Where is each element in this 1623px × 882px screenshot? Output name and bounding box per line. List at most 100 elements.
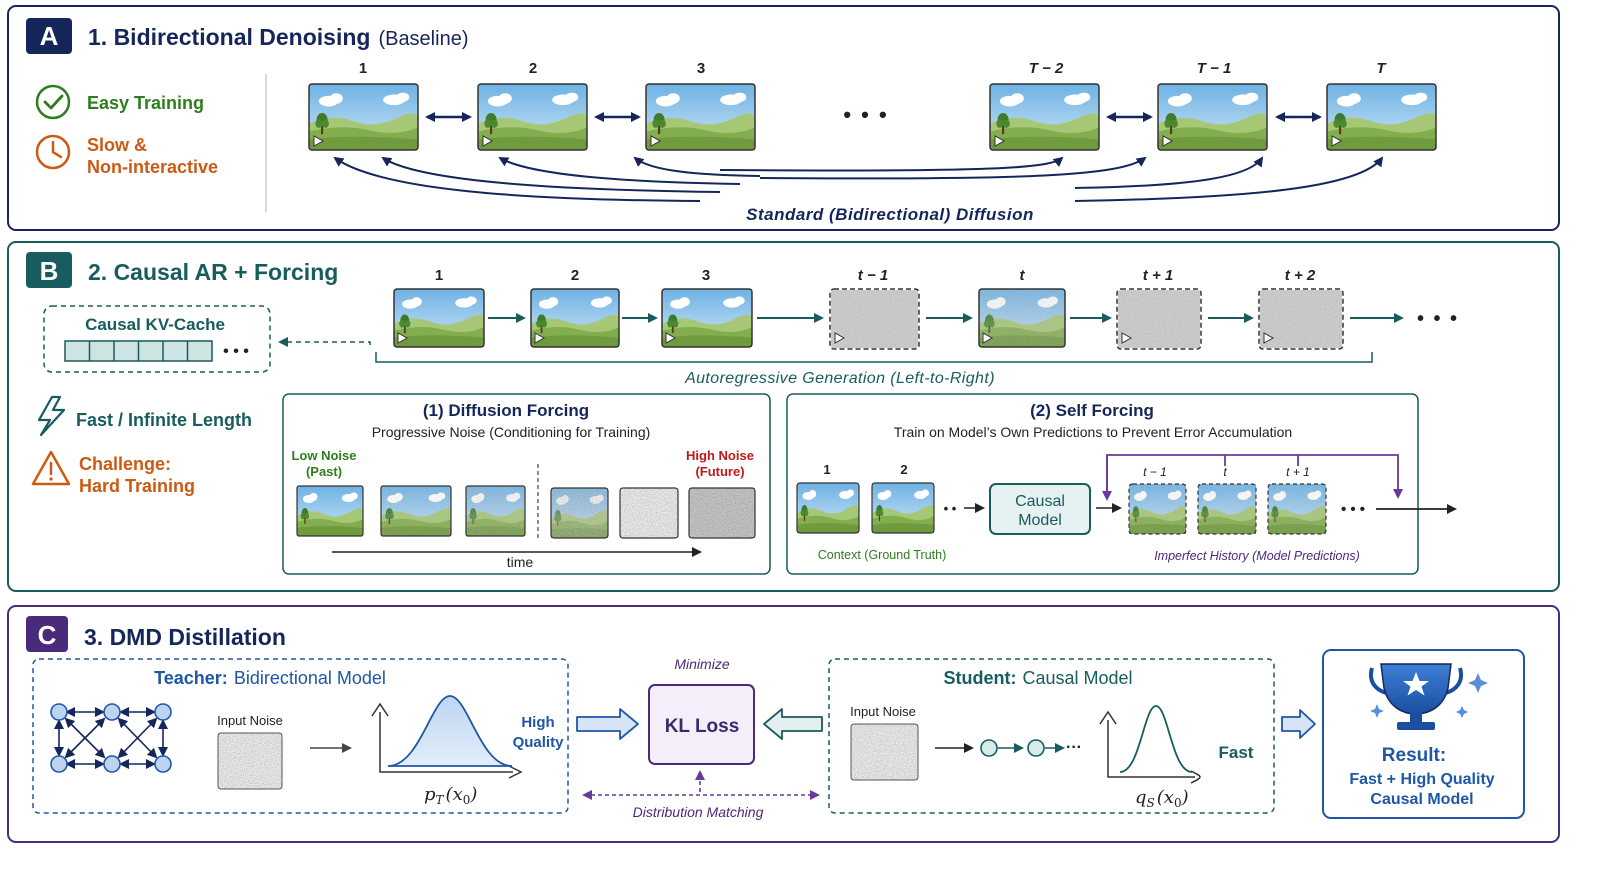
df-frame-4: [550, 487, 609, 539]
sf-tail-dots: • • •: [1341, 501, 1365, 518]
student-node-2: [1027, 739, 1045, 757]
df-frame-3: [465, 485, 526, 537]
panel-c: C 3. DMD Distillation Teacher:Bidirectio…: [7, 605, 1560, 843]
panel-a-cons-1: Slow &: [87, 135, 147, 155]
sf-model-line-1: Causal: [1015, 493, 1065, 510]
teacher-dist-arg: (x: [446, 784, 463, 805]
df-frame-6: [688, 487, 756, 539]
teacher-dist-symbol: p: [424, 784, 436, 805]
a-frame-4: [989, 83, 1100, 151]
df-low-label-1: Low Noise: [291, 448, 356, 463]
sf-pred-label-2: t: [1223, 465, 1227, 479]
sf-context-label-1: 1: [823, 462, 830, 477]
teacher-quality-2: Quality: [513, 734, 565, 751]
a-curved-connections: [333, 156, 1384, 202]
b-frame-label-5: t: [1020, 267, 1026, 284]
a-frame-label-1: 1: [359, 60, 367, 77]
b-frame-2: [530, 288, 620, 348]
b-frame-label-7: t + 2: [1285, 267, 1316, 284]
a-frame-label-5: T − 1: [1197, 60, 1232, 77]
b-frame-6-noisy: [1116, 288, 1202, 350]
student-to-loss-arrow: [763, 708, 823, 740]
teacher-to-loss-arrow: [576, 708, 639, 740]
student-prefix: Student:: [943, 668, 1016, 688]
b-frame-label-4: t − 1: [858, 267, 888, 284]
teacher-quality-1: High: [521, 714, 554, 731]
b-frame-label-1: 1: [435, 267, 443, 284]
df-subtitle: Progressive Noise (Conditioning for Trai…: [372, 424, 651, 440]
a-frame-3: [645, 83, 756, 151]
panel-a-pros: Easy Training: [87, 93, 204, 113]
df-high-label-1: High Noise: [686, 448, 754, 463]
sparkle-icon: [1370, 673, 1488, 718]
b-gen-ellipsis: • • •: [1417, 308, 1459, 330]
sf-model-line-2: Model: [1018, 512, 1062, 529]
panel-b-letter: B: [40, 256, 59, 286]
teacher-dist-close: ): [469, 784, 477, 805]
panel-a: A 1. Bidirectional Denoising(Baseline) E…: [7, 5, 1560, 231]
teacher-prefix: Teacher:: [154, 668, 228, 688]
teacher-name: Bidirectional Model: [234, 668, 386, 688]
kv-cache-feedback-arrow: [278, 337, 371, 347]
sf-context-caption: Context (Ground Truth): [818, 548, 947, 562]
b-frame-5-partial: [978, 288, 1066, 348]
student-name: Causal Model: [1022, 668, 1132, 688]
matching-label: Distribution Matching: [633, 804, 764, 820]
sf-pred-frame-3: [1267, 483, 1327, 535]
a-frame-label-4: T − 2: [1029, 60, 1064, 77]
warning-icon: [31, 450, 71, 486]
b-frame-label-6: t + 1: [1143, 267, 1173, 284]
a-frame-1: [308, 83, 419, 151]
panel-a-border: [7, 5, 1560, 231]
sf-subtitle: Train on Model’s Own Predictions to Prev…: [894, 424, 1292, 440]
sf-causal-model-box: [989, 483, 1091, 535]
b-frame-3: [661, 288, 753, 348]
teacher-input-label: Input Noise: [217, 713, 283, 728]
teacher-dist-sub: T: [436, 793, 445, 807]
b-gen-bracket: [375, 352, 1373, 363]
student-dist-label: qS(x0): [1135, 787, 1189, 810]
sf-context-label-2: 2: [900, 462, 907, 477]
student-noise-image: [850, 723, 919, 781]
result-box: Result: Fast + High Quality Causal Model: [1322, 649, 1525, 819]
teacher-box: Teacher: Bidirectional Model: [32, 658, 569, 814]
check-circle-icon: [35, 84, 71, 120]
panel-a-letter: A: [40, 21, 59, 51]
teacher-noise-image: [217, 732, 283, 790]
sf-context-frame-1: [796, 482, 860, 534]
student-speed-label: Fast: [1219, 743, 1254, 762]
student-dist-arg-sub: 0: [1174, 796, 1182, 810]
df-axis-label: time: [507, 554, 534, 570]
teacher-network-nodes: [50, 703, 172, 773]
panel-b-title: 2. Causal AR + Forcing: [88, 259, 338, 285]
a-frame-2: [477, 83, 588, 151]
panel-a-badge: [26, 18, 72, 54]
sf-feedback-loop: [1102, 454, 1403, 501]
sf-pred-frame-2: [1197, 483, 1257, 535]
kv-cache-cells: [64, 340, 213, 362]
student-box: Student:Causal Model Input Noise ··· qS(…: [828, 658, 1275, 814]
self-forcing-box: (2) Self Forcing Train on Model’s Own Pr…: [786, 393, 1457, 575]
a-frame-6: [1326, 83, 1437, 151]
panel-a-title-suffix: (Baseline): [378, 28, 468, 50]
a-frame-label-3: 3: [697, 60, 705, 77]
a-frame-label-6: T: [1376, 60, 1387, 77]
student-input-label: Input Noise: [850, 704, 916, 719]
sf-pred-label-3: t + 1: [1286, 465, 1310, 479]
panel-c-badge: [26, 616, 68, 652]
df-frame-2: [380, 485, 452, 537]
result-title: Result:: [1382, 745, 1446, 766]
b-pros: Fast / Infinite Length: [76, 410, 252, 430]
clock-icon: [35, 134, 71, 170]
kl-loss-box: [648, 684, 755, 765]
student-node-1: [980, 739, 998, 757]
panel-a-cons-2: Non-interactive: [87, 157, 218, 177]
teacher-distribution-plot: pT(x0): [371, 695, 523, 807]
df-low-label-2: (Past): [306, 464, 342, 479]
df-title: (1) Diffusion Forcing: [423, 401, 589, 420]
student-distribution-plot: qS(x0): [1099, 705, 1201, 810]
trophy-icon: [1369, 663, 1463, 730]
kv-cache-ellipsis: • • •: [223, 343, 249, 360]
lightning-icon: [37, 395, 66, 437]
